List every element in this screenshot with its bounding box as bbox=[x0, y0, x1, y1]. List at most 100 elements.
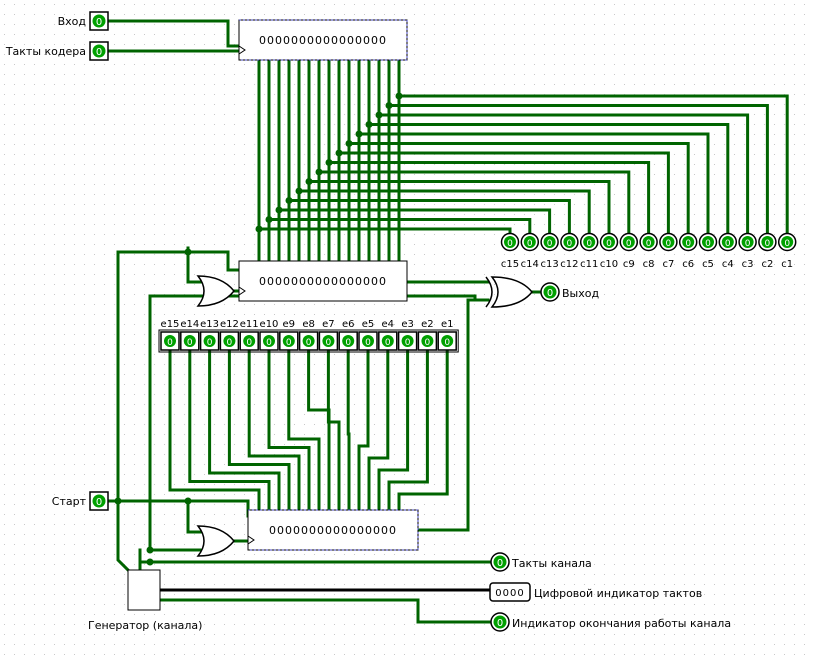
c-output-value: 0 bbox=[705, 239, 711, 249]
input-vhod[interactable]: 0 bbox=[89, 11, 109, 31]
input-takty-kodera[interactable]: 0 bbox=[89, 41, 109, 61]
output-takty-kanala: 0 bbox=[490, 552, 510, 572]
c-output-label: c9 bbox=[623, 259, 635, 270]
generator-block[interactable] bbox=[127, 569, 161, 611]
input-vhod-label: Вход bbox=[58, 15, 87, 28]
counter-display: 0000 bbox=[489, 582, 531, 602]
c-output-c8: 0c8 bbox=[639, 232, 658, 270]
wires bbox=[106, 19, 789, 624]
c-output-c1: 0c1 bbox=[777, 232, 797, 270]
c-output-label: c4 bbox=[722, 259, 734, 270]
e-input-label: e2 bbox=[421, 319, 434, 330]
e-input-value: 0 bbox=[187, 338, 193, 348]
e-input-label: e8 bbox=[302, 319, 315, 330]
e-input-label: e12 bbox=[220, 319, 239, 330]
c-output-c4: 0 c4 bbox=[718, 232, 738, 270]
e-input-value: 0 bbox=[405, 338, 411, 348]
c-output-label: c10 bbox=[600, 259, 618, 270]
e-input-e13[interactable]: 0 e13 bbox=[199, 319, 220, 351]
e-input-value: 0 bbox=[444, 338, 450, 348]
e-input-value: 0 bbox=[207, 338, 213, 348]
c-output-c3: 0c3 bbox=[738, 232, 757, 270]
or-gate-mid bbox=[196, 275, 235, 307]
e-input-label: e10 bbox=[260, 319, 279, 330]
input-vhod-value: 0 bbox=[96, 17, 102, 28]
e-input-e7[interactable]: 0e7 bbox=[318, 319, 339, 351]
c-output-value: 0 bbox=[606, 239, 612, 249]
c-output-value: 0 bbox=[527, 239, 533, 249]
e-input-label: e6 bbox=[342, 319, 355, 330]
generator-label: Генератор (канала) bbox=[88, 619, 202, 632]
c-output-c9: 0 c9 bbox=[619, 232, 639, 270]
input-start[interactable]: 0 bbox=[89, 491, 109, 511]
e-input-e4[interactable]: 0 e4 bbox=[378, 319, 398, 351]
c-output-label: c11 bbox=[580, 259, 598, 270]
e-input-label: e5 bbox=[362, 319, 375, 330]
e-input-value: 0 bbox=[306, 338, 312, 348]
e-input-e9[interactable]: 0 e9 bbox=[279, 319, 299, 351]
e-input-value: 0 bbox=[286, 338, 292, 348]
c-output-value: 0 bbox=[666, 239, 672, 249]
c-output-value: 0 bbox=[567, 239, 573, 249]
output-end-indicator: 0 bbox=[490, 612, 510, 632]
register-top-value: 0000000000000000 bbox=[259, 34, 387, 47]
output-takty-kanala-label: Такты канала bbox=[511, 557, 592, 570]
c-output-c5: 0 c5 bbox=[698, 232, 718, 270]
e-input-value: 0 bbox=[345, 338, 351, 348]
or-gate-bottom bbox=[196, 525, 235, 557]
e-input-e12[interactable]: 0 e12 bbox=[219, 319, 240, 351]
c-output-value: 0 bbox=[626, 239, 632, 249]
e-input-e8[interactable]: 0 e8 bbox=[298, 319, 319, 351]
c-output-c6: 0c6 bbox=[678, 232, 698, 270]
c-output-label: c2 bbox=[761, 259, 773, 270]
c-output-c7: 0c7 bbox=[659, 232, 678, 270]
e-input-label: e11 bbox=[240, 319, 259, 330]
c-output-label: c8 bbox=[643, 259, 655, 270]
c-output-label: c15 bbox=[501, 259, 519, 270]
c-output-value: 0 bbox=[745, 239, 751, 249]
e-inputs-frame bbox=[158, 329, 459, 353]
register-mid-value: 0000000000000000 bbox=[259, 275, 387, 288]
e-inputs: 0e150e140e130e120e110e100e90e80e70e60e50… bbox=[158, 319, 459, 353]
e-input-label: e9 bbox=[283, 319, 296, 330]
c-output-value: 0 bbox=[685, 239, 691, 249]
e-input-label: e4 bbox=[382, 319, 395, 330]
register-top[interactable]: 0000000000000000 bbox=[238, 19, 408, 61]
e-input-value: 0 bbox=[227, 338, 233, 348]
c-output-label: c5 bbox=[702, 259, 714, 270]
e-input-e5[interactable]: 0 e5 bbox=[358, 319, 378, 351]
output-vyhod-value: 0 bbox=[547, 288, 553, 299]
counter-label: Цифровой индикатор тактов bbox=[534, 587, 702, 600]
c-output-value: 0 bbox=[547, 239, 553, 249]
c-output-c10: 0 c10 bbox=[599, 232, 619, 270]
e-input-e1[interactable]: 0e1 bbox=[437, 319, 457, 351]
c-output-c2: 0 c2 bbox=[758, 232, 777, 270]
c-outputs: 0c150c140c130c120c110c100c90c80c70c60c50… bbox=[500, 232, 797, 270]
c-output-value: 0 bbox=[765, 239, 771, 249]
e-input-value: 0 bbox=[365, 338, 371, 348]
c-output-value: 0 bbox=[725, 239, 731, 249]
e-input-e3[interactable]: 0e3 bbox=[397, 319, 418, 351]
e-input-label: e15 bbox=[161, 319, 180, 330]
output-end-label: Индикатор окончания работы канала bbox=[512, 617, 731, 630]
register-bottom[interactable]: 0000000000000000 bbox=[247, 509, 419, 551]
e-input-label: e7 bbox=[322, 319, 335, 330]
input-takty-kodera-value: 0 bbox=[96, 47, 102, 58]
e-input-label: e13 bbox=[200, 319, 219, 330]
c-output-value: 0 bbox=[784, 239, 790, 249]
register-mid[interactable]: 0000000000000000 bbox=[238, 260, 408, 302]
e-input-e6[interactable]: 0 e6 bbox=[338, 319, 358, 351]
output-end-value: 0 bbox=[497, 618, 503, 629]
output-vyhod: 0 bbox=[540, 282, 560, 302]
e-input-e2[interactable]: 0e2 bbox=[417, 319, 438, 351]
e-input-value: 0 bbox=[385, 338, 391, 348]
